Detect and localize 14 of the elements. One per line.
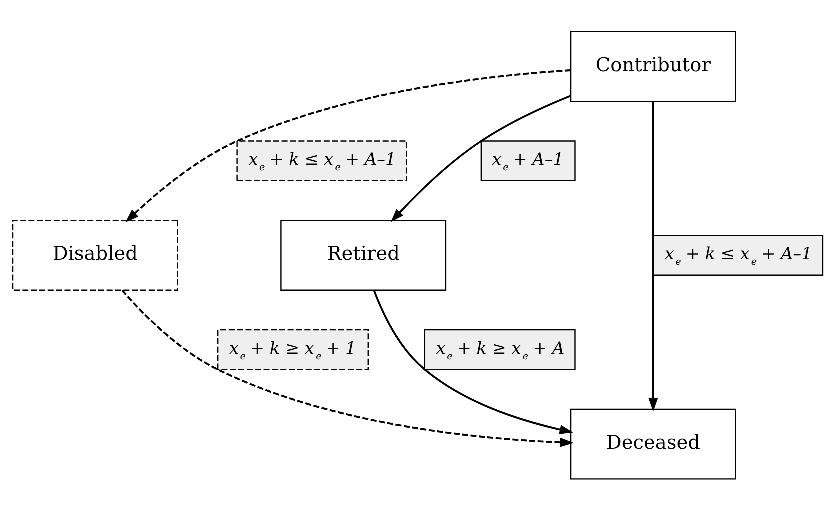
node-box: Disabled <box>12 220 178 290</box>
arrow <box>390 94 572 222</box>
node-box: Retired <box>280 220 447 290</box>
node-box: Contributor <box>570 30 736 102</box>
edge-label: x$_{e}$ + k ≥ x$_{e}$ + A <box>436 337 565 362</box>
edge-label: x$_{e}$ + k ≥ x$_{e}$ + 1 <box>229 337 356 362</box>
arrow <box>648 101 658 412</box>
node-box: Deceased <box>570 408 736 480</box>
edge-label: x$_{e}$ + k ≤ x$_{e}$ + A–1 <box>664 242 812 268</box>
arrow <box>373 290 574 434</box>
edge-label: x$_{e}$ + A–1 <box>492 148 564 173</box>
edge-label: x$_{e}$ + k ≤ x$_{e}$ + A–1 <box>248 148 396 173</box>
arrow <box>122 289 574 447</box>
arrow <box>126 69 571 222</box>
